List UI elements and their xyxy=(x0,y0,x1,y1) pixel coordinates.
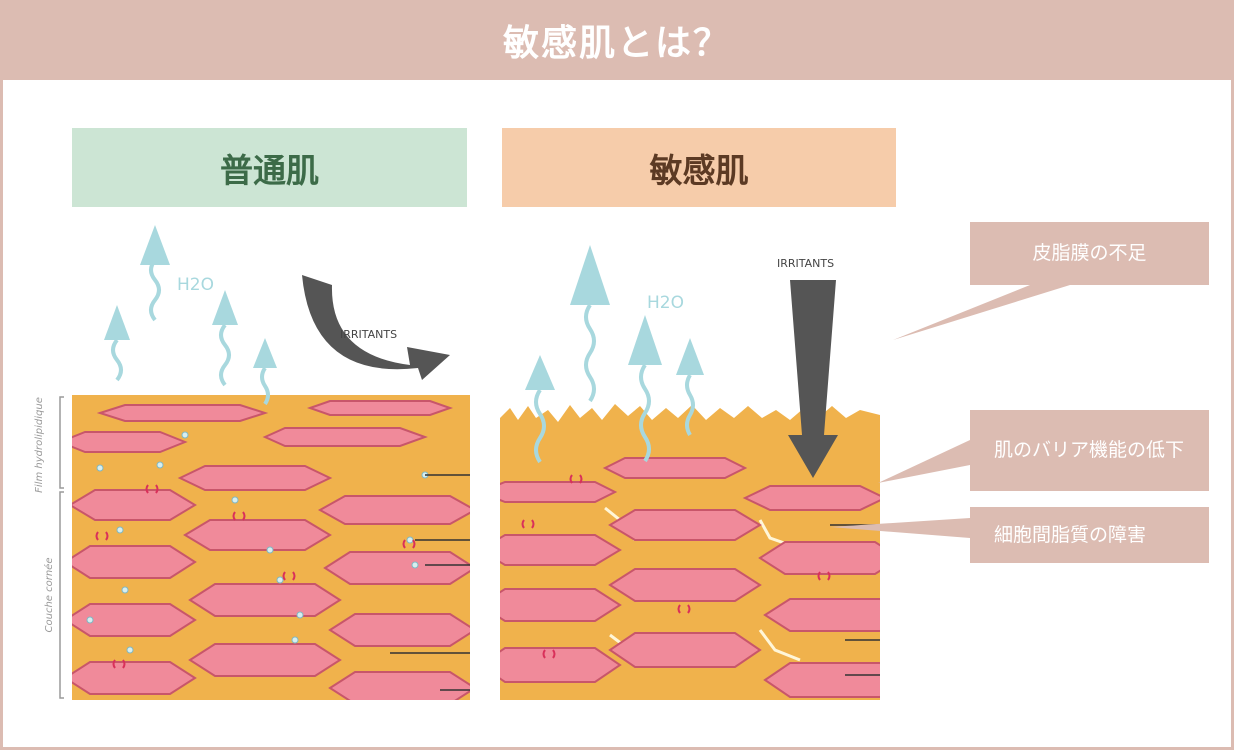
normal-skin-illustration: Film hydrolipidique Couche cornée xyxy=(34,225,470,700)
corneocytes xyxy=(72,400,470,700)
callout-lipid-disorder: 細胞間脂質の障害 xyxy=(970,507,1209,563)
callout-pointer-3 xyxy=(830,518,970,538)
pointer-lines xyxy=(390,474,470,691)
lipid-dots xyxy=(86,431,429,654)
callout-barrier-decline: 肌のバリア機能の低下 xyxy=(970,410,1209,491)
ceramide-marks xyxy=(521,474,831,659)
irritants-arrow xyxy=(788,280,838,478)
corneocytes xyxy=(500,457,880,698)
irritants-label: IRRITANTS xyxy=(340,328,397,341)
callout-pointer-2 xyxy=(878,440,970,483)
ceramide-marks xyxy=(95,484,416,669)
header-banner: 敏感肌とは？ xyxy=(0,0,1234,80)
water-arrows xyxy=(104,225,277,406)
h2o-label: H2O xyxy=(647,293,684,313)
page-title: 敏感肌とは？ xyxy=(502,23,731,64)
water-arrows xyxy=(525,245,704,464)
sensitive-skin-illustration: H2O IRRITANTS xyxy=(500,245,880,700)
callout-pointer-1 xyxy=(893,285,1070,340)
irritants-arrow xyxy=(302,275,450,380)
normal-skin-label: 普通肌 xyxy=(72,128,467,207)
h2o-label: H2O xyxy=(177,275,214,295)
side-bracket xyxy=(59,396,64,699)
couche-label: Couche cornée xyxy=(43,558,55,633)
irritants-label: IRRITANTS xyxy=(777,257,834,270)
film-label: Film hydrolipidique xyxy=(34,397,45,493)
sensitive-skin-label: 敏感肌 xyxy=(502,128,896,207)
callout-sebum-deficiency: 皮脂膜の不足 xyxy=(970,222,1209,285)
